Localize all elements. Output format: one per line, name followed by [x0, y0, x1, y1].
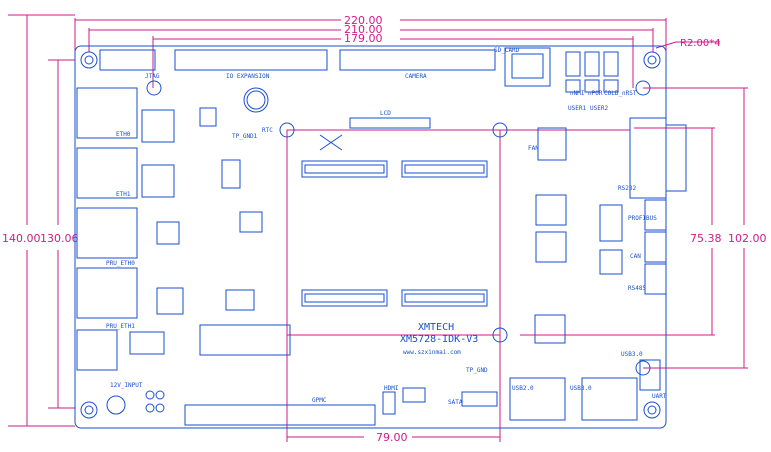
reset-buttons — [565, 51, 619, 93]
top-connectors — [99, 47, 551, 129]
ethernet-jacks — [76, 87, 138, 371]
label-user1: USER1 — [568, 105, 586, 112]
label-sd-card: SD_CARD — [494, 47, 520, 54]
mounting-holes — [80, 51, 661, 419]
label-nmi: nNMI — [570, 90, 585, 97]
dim-140: 140.00 — [2, 232, 41, 245]
label-tp-gnd: TP_GND — [466, 367, 488, 374]
label-user2: USER2 — [590, 105, 608, 112]
label-eth0: ETH0 — [116, 131, 131, 138]
dim-75: 75.38 — [690, 232, 722, 245]
label-gpmc: GPMC — [312, 397, 327, 404]
label-sata: SATA — [448, 399, 463, 406]
label-usb20: USB2.0 — [512, 385, 534, 392]
label-uart: UART — [652, 393, 667, 400]
label-hdmi: HDMI — [384, 385, 399, 392]
label-cold-rst: COLD_nRST — [604, 90, 637, 97]
label-fan: FAN — [528, 145, 539, 152]
label-can: CAN — [630, 253, 641, 260]
label-rs232: RS232 — [618, 185, 636, 192]
label-usb30b: USB3.0 — [621, 351, 643, 358]
dim-79: 79.00 — [376, 431, 408, 444]
board-outline — [74, 45, 667, 429]
som-connectors — [301, 134, 488, 307]
label-rs485: RS485 — [628, 285, 646, 292]
dim-130: 130.06 — [40, 232, 79, 245]
label-pru-eth1: PRU_ETH1 — [106, 323, 135, 330]
left-ics — [129, 107, 291, 356]
label-tp-gnd1: TP_GND1 — [232, 133, 258, 140]
label-lcd: LCD — [380, 110, 391, 117]
dim-220: 220.00 — [344, 14, 383, 27]
label-brand: XMTECH — [418, 322, 454, 333]
dimension-lines — [8, 14, 748, 442]
dim-radius: R2.00*4 — [680, 38, 721, 49]
dim-210: 210.00 — [344, 23, 383, 36]
label-rtc: RTC — [262, 127, 273, 134]
label-profibus: PROFIBUS — [628, 215, 657, 222]
label-url: www.szxinmai.com — [403, 349, 461, 356]
label-io-expansion: IO EXPANSION — [226, 73, 270, 80]
dim-179: 179.00 — [344, 32, 383, 45]
label-usb30a: USB3.0 — [570, 385, 592, 392]
bottom-connectors — [106, 359, 661, 426]
label-camera: CAMERA — [405, 73, 427, 80]
label-12v-input: 12V_INPUT — [110, 382, 143, 389]
right-connectors — [534, 117, 687, 344]
dim-102: 102.00 — [728, 232, 767, 245]
label-pru-eth0: PRU_ETH0 — [106, 260, 135, 267]
label-eth1: ETH1 — [116, 191, 131, 198]
label-por: nPOR — [588, 90, 603, 97]
label-jtag: JTAG — [145, 73, 160, 80]
label-model: XM5728-IDK-V3 — [400, 334, 478, 345]
